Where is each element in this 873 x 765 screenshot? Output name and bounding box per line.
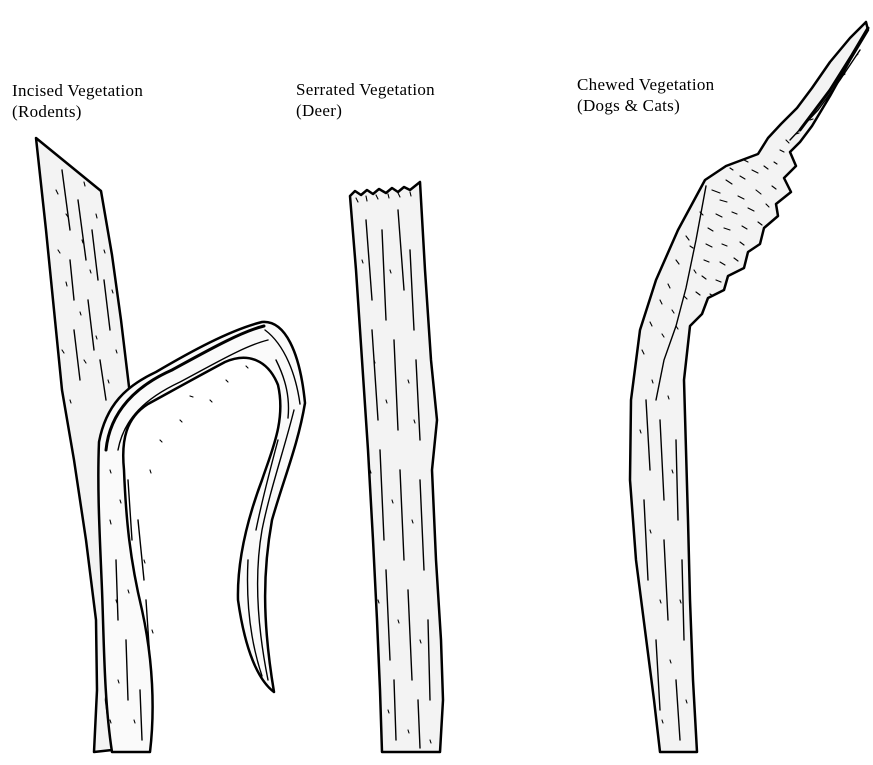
chewed-blade-shredded bbox=[630, 22, 868, 752]
serrated-stem-illustration bbox=[350, 182, 443, 752]
incised-stem-illustration bbox=[36, 138, 305, 752]
chewed-stem-illustration bbox=[630, 22, 868, 752]
